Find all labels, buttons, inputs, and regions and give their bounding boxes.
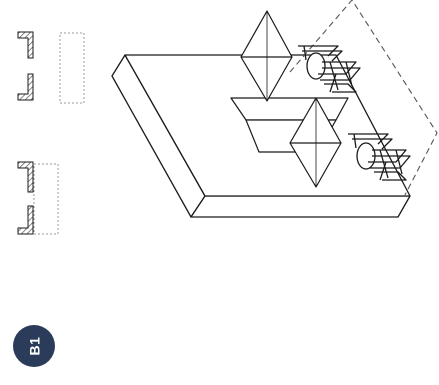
bracket-symbol-lower — [17, 161, 59, 235]
chair-back-2 — [352, 138, 393, 150]
bracket-bottom — [17, 73, 34, 101]
upper-spire — [240, 10, 293, 102]
chair-group-upper — [298, 45, 361, 93]
dotted-outline-upper — [59, 32, 85, 104]
chair-legs — [379, 149, 403, 181]
table-top — [306, 52, 326, 80]
chair-base — [374, 171, 407, 181]
chair-legs — [329, 61, 353, 93]
bracket-symbol-upper — [17, 31, 85, 104]
bracket-top — [17, 161, 34, 193]
chair-back — [348, 133, 389, 149]
dashed-diamond-outline — [289, 0, 438, 196]
bracket-top — [17, 31, 34, 59]
section-badge-label: B1 — [26, 336, 42, 356]
dotted-outline-lower — [33, 163, 59, 235]
lower-spire — [289, 97, 342, 188]
section-badge: B1 — [13, 325, 55, 367]
chair-back — [298, 45, 339, 61]
chair-back-2 — [302, 50, 343, 62]
slab-front-face — [190, 195, 411, 218]
block-upper-band — [230, 97, 349, 121]
chair-base — [324, 83, 357, 93]
bracket-bottom — [17, 205, 34, 235]
chair-group-lower — [348, 133, 411, 181]
